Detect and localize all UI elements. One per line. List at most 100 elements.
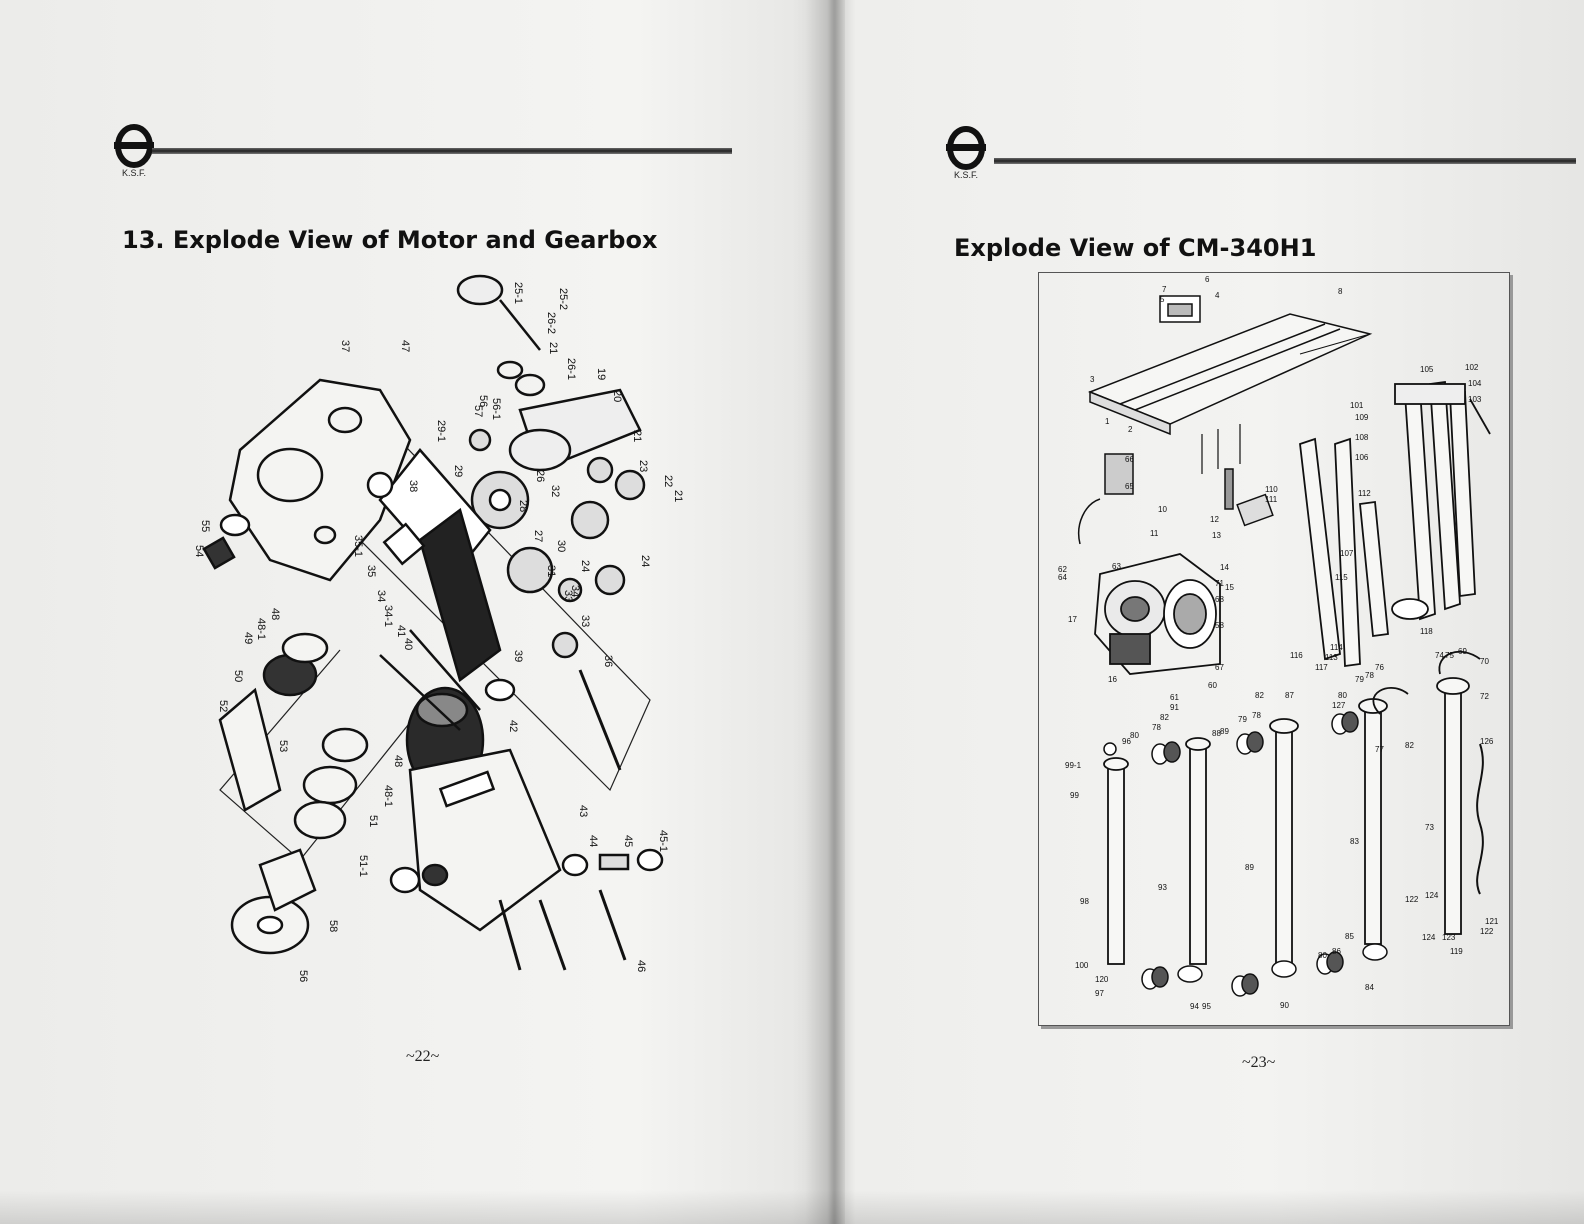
svg-text:123: 123 bbox=[1442, 933, 1456, 942]
svg-text:68: 68 bbox=[1215, 595, 1224, 604]
svg-text:13: 13 bbox=[1212, 531, 1221, 540]
svg-text:51: 51 bbox=[367, 815, 379, 827]
svg-text:32: 32 bbox=[549, 485, 561, 497]
svg-text:66: 66 bbox=[1125, 455, 1134, 464]
svg-text:2: 2 bbox=[1128, 425, 1133, 434]
ksf-logo-icon: K.S.F. bbox=[936, 124, 996, 186]
svg-text:20: 20 bbox=[611, 390, 623, 402]
svg-text:39: 39 bbox=[512, 650, 524, 662]
svg-text:61: 61 bbox=[1170, 693, 1179, 702]
svg-text:98: 98 bbox=[1080, 897, 1089, 906]
svg-text:93: 93 bbox=[1158, 883, 1167, 892]
svg-text:110: 110 bbox=[1265, 485, 1278, 494]
svg-text:12: 12 bbox=[1210, 515, 1219, 524]
svg-text:37: 37 bbox=[339, 340, 351, 352]
svg-text:72: 72 bbox=[1480, 692, 1489, 701]
svg-text:24: 24 bbox=[579, 560, 591, 572]
svg-text:53: 53 bbox=[277, 740, 289, 752]
svg-text:79: 79 bbox=[1238, 715, 1247, 724]
svg-text:58: 58 bbox=[1215, 621, 1224, 630]
svg-text:82: 82 bbox=[1160, 713, 1169, 722]
svg-text:80: 80 bbox=[1130, 731, 1139, 740]
svg-text:112: 112 bbox=[1358, 489, 1371, 498]
svg-text:1: 1 bbox=[1105, 417, 1110, 426]
svg-text:3: 3 bbox=[1090, 375, 1095, 384]
svg-text:74: 74 bbox=[1435, 651, 1444, 660]
svg-text:87: 87 bbox=[1285, 691, 1294, 700]
svg-text:90: 90 bbox=[1280, 1001, 1289, 1010]
svg-text:99: 99 bbox=[1070, 791, 1079, 800]
page-title: 13. Explode View of Motor and Gearbox bbox=[122, 226, 658, 254]
svg-text:29-1: 29-1 bbox=[435, 420, 447, 442]
svg-text:41: 41 bbox=[395, 625, 407, 637]
svg-text:56: 56 bbox=[477, 395, 489, 407]
svg-text:70: 70 bbox=[1480, 657, 1489, 666]
header-rule bbox=[152, 148, 732, 154]
svg-text:34: 34 bbox=[375, 590, 387, 602]
svg-text:16: 16 bbox=[1108, 675, 1117, 684]
svg-text:107: 107 bbox=[1340, 549, 1354, 558]
svg-text:78: 78 bbox=[1152, 723, 1161, 732]
cm340h1-exploded-diagram: 6 7 5 4 8 3 1 2 66 65 62 63 64 10 11 12 bbox=[1040, 274, 1508, 1022]
svg-text:69: 69 bbox=[1458, 647, 1467, 656]
svg-text:33: 33 bbox=[562, 590, 574, 602]
svg-text:8: 8 bbox=[1338, 287, 1343, 296]
svg-text:118: 118 bbox=[1420, 627, 1433, 636]
svg-text:116: 116 bbox=[1290, 651, 1303, 660]
svg-text:124: 124 bbox=[1422, 933, 1436, 942]
svg-text:14: 14 bbox=[1220, 563, 1229, 572]
svg-text:58: 58 bbox=[327, 920, 339, 932]
svg-text:23: 23 bbox=[637, 460, 649, 472]
svg-text:28: 28 bbox=[517, 500, 529, 512]
svg-text:65: 65 bbox=[1125, 482, 1134, 491]
page-number: ~23~ bbox=[1242, 1054, 1276, 1071]
left-page: K.S.F. 13. Explode View of Motor and Gea… bbox=[104, 122, 732, 1065]
svg-text:103: 103 bbox=[1468, 395, 1482, 404]
svg-text:89: 89 bbox=[1220, 727, 1229, 736]
svg-text:121: 121 bbox=[1485, 917, 1499, 926]
page-gutter bbox=[805, 0, 845, 1224]
svg-text:106: 106 bbox=[1355, 453, 1369, 462]
svg-text:26-1: 26-1 bbox=[565, 358, 577, 380]
svg-text:114: 114 bbox=[1330, 643, 1343, 652]
svg-text:21: 21 bbox=[631, 430, 643, 442]
svg-text:4: 4 bbox=[1215, 291, 1220, 300]
svg-text:84: 84 bbox=[1365, 983, 1374, 992]
svg-text:88: 88 bbox=[1212, 729, 1221, 738]
svg-text:55: 55 bbox=[199, 520, 211, 532]
svg-text:6: 6 bbox=[1205, 275, 1210, 284]
header-rule bbox=[994, 158, 1576, 164]
svg-text:42: 42 bbox=[507, 720, 519, 732]
svg-text:45: 45 bbox=[622, 835, 634, 847]
svg-text:29: 29 bbox=[452, 465, 464, 477]
svg-text:48-1: 48-1 bbox=[255, 618, 267, 640]
svg-text:27: 27 bbox=[532, 530, 544, 542]
svg-text:43: 43 bbox=[577, 805, 589, 817]
svg-text:50: 50 bbox=[232, 670, 244, 682]
svg-text:80: 80 bbox=[1318, 951, 1327, 960]
right-page: K.S.F. Explode View of CM-340H1 bbox=[840, 0, 1584, 1224]
svg-text:94: 94 bbox=[1190, 1002, 1199, 1011]
svg-text:26-2: 26-2 bbox=[545, 312, 557, 334]
svg-text:56: 56 bbox=[297, 970, 309, 982]
svg-text:77: 77 bbox=[1375, 745, 1384, 754]
svg-text:46: 46 bbox=[635, 960, 647, 972]
svg-text:79: 79 bbox=[1355, 675, 1364, 684]
svg-text:31: 31 bbox=[545, 565, 557, 577]
svg-text:49: 49 bbox=[242, 632, 254, 644]
ksf-logo-icon: K.S.F. bbox=[104, 122, 164, 184]
diagram-frame bbox=[1038, 272, 1510, 1026]
svg-text:126: 126 bbox=[1480, 737, 1494, 746]
svg-text:64: 64 bbox=[1058, 573, 1067, 582]
svg-text:30: 30 bbox=[555, 540, 567, 552]
svg-text:96: 96 bbox=[1122, 737, 1131, 746]
svg-text:36: 36 bbox=[602, 655, 614, 667]
svg-text:75: 75 bbox=[1445, 651, 1454, 660]
svg-text:38: 38 bbox=[407, 480, 419, 492]
svg-text:25-1: 25-1 bbox=[512, 282, 524, 304]
svg-text:63: 63 bbox=[1112, 562, 1121, 571]
svg-text:10: 10 bbox=[1158, 505, 1167, 514]
svg-text:52: 52 bbox=[217, 700, 229, 712]
svg-text:47: 47 bbox=[399, 340, 411, 352]
svg-text:15: 15 bbox=[1225, 583, 1234, 592]
